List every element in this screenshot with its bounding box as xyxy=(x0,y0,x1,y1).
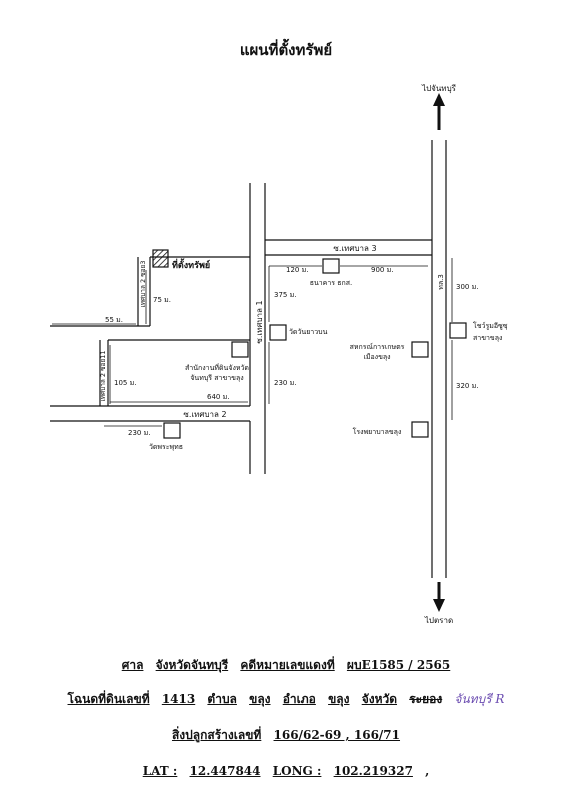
soi1-label: ซ.เทศบาล 1 xyxy=(255,300,264,343)
landmark-boxes xyxy=(163,258,467,439)
tambon-label: ตำบล xyxy=(207,692,237,706)
distance-230-left: 230 ม. xyxy=(128,429,150,437)
coop-label-1: สหกรณ์การเกษตร xyxy=(350,343,405,351)
coop-label-2: เมืองขลุง xyxy=(363,353,390,361)
tambon-value: ขลุง xyxy=(249,692,271,706)
trailing-comma: , xyxy=(425,764,430,778)
temple-wanyaobon-box xyxy=(269,324,287,341)
bank-box xyxy=(322,258,340,274)
wat-phra-yuttha-label: วัดพระพุทธ xyxy=(149,443,183,451)
deed-value: 1413 xyxy=(161,692,196,706)
land-office-label-1: สำนักงานที่ดินจังหวัด xyxy=(185,363,249,372)
footer-line-deed: โฉนดที่ดินเลขที่ 1413 ตำบล ขลุง อำเภอ ขล… xyxy=(0,690,572,709)
long-label: LONG : xyxy=(272,764,322,778)
case-value: ผบE1585 / 2565 xyxy=(346,658,451,672)
wat-phra-yuttha-box xyxy=(163,422,181,439)
distance-640: 640 ม. xyxy=(207,393,229,401)
hospital-label: โรงพยาบาลขลุง xyxy=(353,427,402,436)
amphoe-value: ขลุง xyxy=(328,692,350,706)
dimension-lines xyxy=(52,258,453,427)
property-label: ที่ตั้งทรัพย์ xyxy=(172,258,210,271)
long-value: 102.219327 xyxy=(333,764,413,778)
province-struck: ระยอง xyxy=(409,692,443,706)
distance-320: 320 ม. xyxy=(456,382,478,390)
showroom-label-2: สาขาขลุง xyxy=(473,334,502,342)
amphoe-label: อำเภอ xyxy=(282,692,316,706)
distance-375: 375 ม. xyxy=(274,291,296,299)
court-value: จังหวัดจันทบุรี xyxy=(155,658,229,672)
province-label: จังหวัด xyxy=(361,692,398,706)
showroom-label-1: โชว์รูมอีซูซุ xyxy=(473,321,508,330)
map-title: แผนที่ตั้งทรัพย์ xyxy=(239,41,333,59)
province-handwritten: จันทบุรี R xyxy=(454,692,505,706)
road-lines xyxy=(50,140,447,578)
footer-line-coordinates: LAT : 12.447844 LONG : 102.219327 , xyxy=(0,764,572,778)
arrow-north-head xyxy=(433,93,445,106)
building-label: สิ่งปลูกสร้างเลขที่ xyxy=(171,728,262,742)
distance-300: 300 ม. xyxy=(456,283,478,291)
case-label: คดีหมายเลขแดงที่ xyxy=(240,658,335,672)
showroom-box xyxy=(449,322,467,339)
distance-75: 75 ม. xyxy=(153,296,171,304)
soi2-soi11-label: เทศบาล 2 ซอย11 xyxy=(99,350,107,401)
direction-south: ไปตราด xyxy=(424,616,453,625)
distance-120: 120 ม. xyxy=(286,266,308,274)
soi2-label: ซ.เทศบาล 2 xyxy=(183,410,226,419)
soi2-soi3-label: เทศบาล 2 ซอย3 xyxy=(139,261,147,308)
temple-wanyaobon-label: วัดวันยาวบน xyxy=(289,328,328,336)
distance-900: 900 ม. xyxy=(371,266,393,274)
lat-value: 12.447844 xyxy=(189,764,261,778)
arrows xyxy=(433,93,445,612)
direction-north: ไปจันทบุรี xyxy=(421,84,457,93)
arrow-south-head xyxy=(433,599,445,612)
lat-label: LAT : xyxy=(142,764,178,778)
distance-105: 105 ม. xyxy=(114,379,136,387)
highway-label: ทล.3 xyxy=(437,274,445,290)
building-value: 166/62-69 , 166/71 xyxy=(273,728,401,742)
footer-line-court: ศาล จังหวัดจันทบุรี คดีหมายเลขแดงที่ ผบE… xyxy=(0,656,572,675)
hospital-box xyxy=(411,421,429,438)
deed-label: โฉนดที่ดินเลขที่ xyxy=(67,692,150,706)
property-marker xyxy=(152,249,169,268)
distance-230-mid: 230 ม. xyxy=(274,379,296,387)
court-label: ศาล xyxy=(121,658,144,672)
soi3-label: ซ.เทศบาล 3 xyxy=(333,244,376,253)
coop-box xyxy=(411,341,429,358)
bank-label: ธนาคาร ธกส. xyxy=(310,279,353,287)
land-office-box xyxy=(231,341,249,358)
footer-line-building: สิ่งปลูกสร้างเลขที่ 166/62-69 , 166/71 xyxy=(0,726,572,745)
land-office-label-2: จันทบุรี สาขาขลุง xyxy=(190,374,243,382)
distance-55: 55 ม. xyxy=(105,316,123,324)
